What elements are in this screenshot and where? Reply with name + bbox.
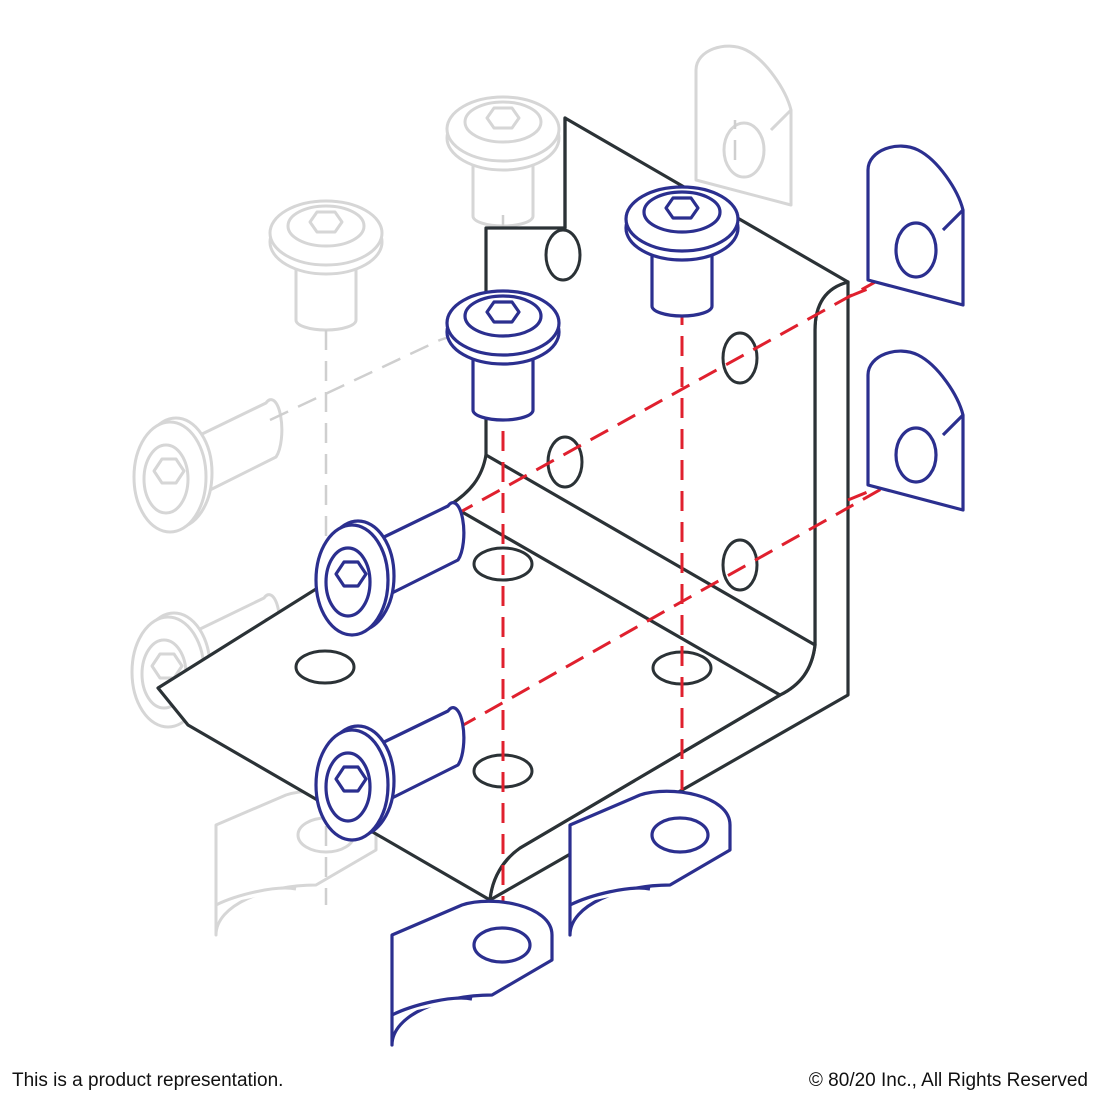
ghost-tnut-wall (694, 44, 793, 207)
wall-hole-lower-right (721, 538, 759, 592)
axis-wall-upper (454, 258, 916, 517)
base-hole-left (294, 649, 356, 685)
tnut-wall-upper (866, 144, 965, 307)
tnut-wall-lower (866, 349, 965, 512)
assembly-axes (454, 258, 916, 975)
copyright-notice: © 80/20 Inc., All Rights Reserved (808, 1070, 1088, 1091)
base-hole-rear (472, 546, 534, 582)
axis-nut-upper (847, 286, 871, 299)
ghost-axis-side-upper (269, 328, 471, 422)
exploded-assembly-diagram (130, 44, 965, 1047)
bracket-inner-corner (484, 453, 817, 647)
axis-wall-lower (457, 468, 916, 730)
product-representation-note: This is a product representation. (12, 1070, 284, 1091)
bracket-base-fold (448, 503, 782, 697)
ghost-screw-side-upper (132, 398, 284, 534)
axis-nut-lower (847, 489, 871, 502)
wall-hole-upper-right (721, 331, 759, 385)
wall-hole-upper-left (544, 228, 582, 282)
tnut-floor-front (390, 899, 554, 1047)
ghost-screw-top-left (268, 199, 384, 332)
ghost-screw-top-rear (445, 95, 561, 228)
